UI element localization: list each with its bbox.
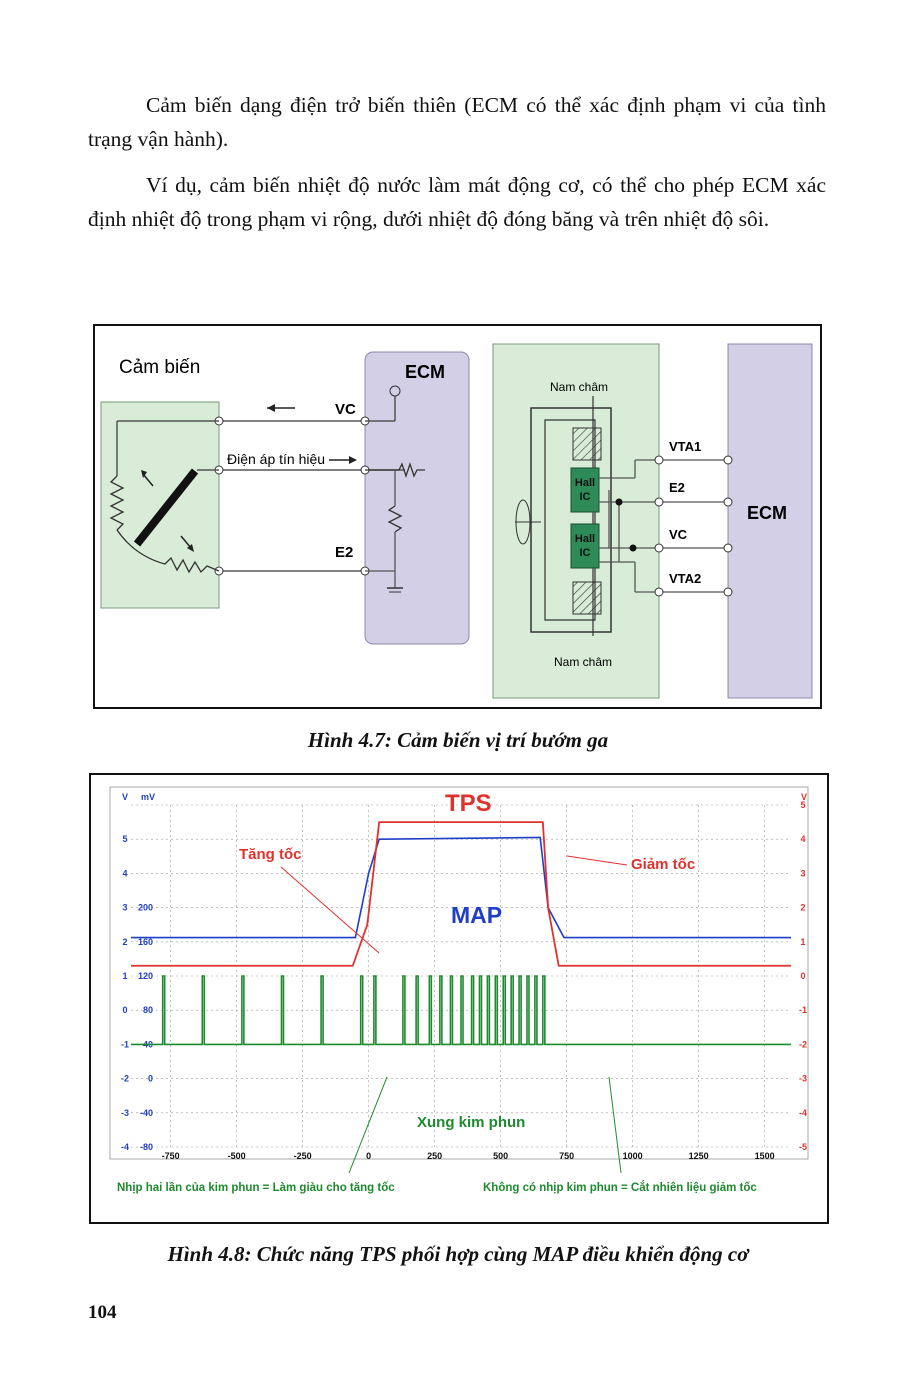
ecm-label-left: ECM xyxy=(405,362,445,382)
note-right: Không có nhịp kim phun = Cắt nhiên liệu … xyxy=(483,1181,757,1194)
tick-label-right-v: 1 xyxy=(800,937,805,947)
ecm-label-right: ECM xyxy=(747,503,787,523)
svg-text:IC: IC xyxy=(580,547,591,559)
tick-label-left-v: -3 xyxy=(121,1108,129,1118)
paragraph-1: Cảm biến dạng điện trở biến thiên (ECM c… xyxy=(88,93,826,151)
tick-label-left-v: 2 xyxy=(122,937,127,947)
tick-label-left-v: 1 xyxy=(122,971,127,981)
tick-label-x: 750 xyxy=(559,1151,574,1161)
tick-label-right-v: -2 xyxy=(799,1039,807,1049)
tick-label-left-mv: -80 xyxy=(140,1142,153,1152)
tick-label-left-v: -2 xyxy=(121,1074,129,1084)
tick-label-left-mv: 200 xyxy=(138,903,153,913)
axis-header-left-mv: mV xyxy=(141,792,155,802)
tick-label-right-v: 3 xyxy=(800,868,805,878)
tick-label-left-mv: 80 xyxy=(143,1005,153,1015)
tick-label-x: -750 xyxy=(162,1151,180,1161)
tick-label-left-mv: 160 xyxy=(138,937,153,947)
label-accel: Tăng tốc xyxy=(239,846,302,863)
hall-ic-2 xyxy=(570,523,600,569)
label-decel: Giảm tốc xyxy=(631,856,695,873)
hall-sensor-box xyxy=(492,343,660,699)
tick-label-left-v: 5 xyxy=(122,834,127,844)
sensor-box xyxy=(100,401,220,609)
tick-label-right-v: -1 xyxy=(799,1005,807,1015)
axis-header-right-v: V xyxy=(801,792,807,802)
series-tps-line xyxy=(131,821,791,967)
sensor-label: Cảm biến xyxy=(119,357,200,378)
series-map-line xyxy=(131,836,791,939)
tick-label-left-v: 3 xyxy=(122,903,127,913)
label-injector: Xung kim phun xyxy=(417,1114,525,1131)
tick-label-left-mv: 120 xyxy=(138,971,153,981)
tick-label-x: 1500 xyxy=(755,1151,775,1161)
pin-e2: E2 xyxy=(669,480,685,495)
ecm-box-left xyxy=(364,351,470,645)
vc-label-left: VC xyxy=(335,401,356,418)
note-left: Nhịp hai lần của kim phun = Làm giàu cho… xyxy=(117,1182,395,1194)
pin-vc: VC xyxy=(669,527,688,542)
svg-text:Hall: Hall xyxy=(575,477,595,489)
tick-label-right-v: 4 xyxy=(800,834,805,844)
tick-label-x: 0 xyxy=(366,1151,371,1161)
page-number: 104 xyxy=(88,1302,117,1323)
e2-label-left: E2 xyxy=(335,544,353,561)
paragraph-2: Ví dụ, cảm biến nhiệt độ nước làm mát độ… xyxy=(88,173,826,231)
tick-label-left-mv: 0 xyxy=(148,1074,153,1084)
tick-label-left-v: -4 xyxy=(121,1142,129,1152)
tick-label-right-v: -3 xyxy=(799,1074,807,1084)
tick-label-left-mv: -40 xyxy=(140,1108,153,1118)
tick-label-x: 1250 xyxy=(689,1151,709,1161)
tick-label-x: 500 xyxy=(493,1151,508,1161)
axis-header-left-v: V xyxy=(122,792,128,802)
series-injector-line xyxy=(131,975,791,1046)
chart-title-tps: TPS xyxy=(445,790,492,817)
tick-label-left-v: 0 xyxy=(122,1005,127,1015)
tick-label-right-v: 0 xyxy=(800,971,805,981)
tick-label-right-v: 5 xyxy=(800,800,805,810)
tick-label-x: -250 xyxy=(294,1151,312,1161)
tick-label-right-v: 2 xyxy=(800,903,805,913)
hall-ic-1 xyxy=(570,467,600,513)
tick-label-left-v: -1 xyxy=(121,1039,129,1049)
svg-text:Hall: Hall xyxy=(575,533,595,545)
pin-vta2: VTA2 xyxy=(669,571,701,586)
pin-vta1: VTA1 xyxy=(669,439,701,454)
figure1-caption: Hình 4.7: Cảm biến vị trí bướm ga xyxy=(307,728,609,752)
svg-text:IC: IC xyxy=(580,491,591,503)
figure-throttle-sensor: Cảm biến ECM VC Điện áp tín hiệu E2 ECM … xyxy=(93,324,822,709)
signal-label: Điện áp tín hiệu xyxy=(227,451,325,467)
tps-map-chart: 543210-1-2-3-420016012080400-40-80543210… xyxy=(109,786,809,1194)
tick-label-x: 250 xyxy=(427,1151,442,1161)
tick-label-right-v: -5 xyxy=(799,1142,807,1152)
throttle-sensor-diagram: Cảm biến ECM VC Điện áp tín hiệu E2 ECM … xyxy=(100,343,813,699)
tick-label-left-v: 4 xyxy=(122,868,127,878)
magnet-top-label: Nam châm xyxy=(550,380,608,394)
chart-frame xyxy=(109,786,809,1160)
tick-label-x: -500 xyxy=(228,1151,246,1161)
ecm-box-right xyxy=(727,343,813,699)
tick-label-x: 1000 xyxy=(623,1151,643,1161)
label-map: MAP xyxy=(451,902,502,928)
figure2-caption: Hình 4.8: Chức năng TPS phối hợp cùng MA… xyxy=(167,1242,749,1266)
tick-label-right-v: -4 xyxy=(799,1108,807,1118)
magnet-bottom-label: Nam châm xyxy=(554,655,612,669)
